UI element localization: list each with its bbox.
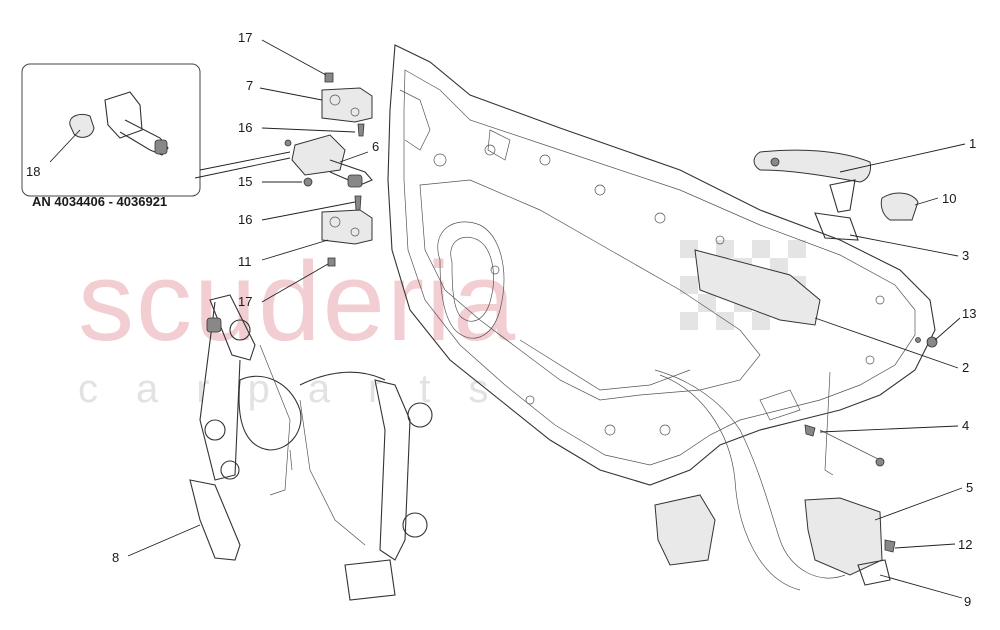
- callout-18: 18: [26, 164, 40, 179]
- inner-handle-bracket-part: [694, 249, 821, 326]
- window-regulator: [189, 294, 433, 601]
- callout-7: 7: [246, 78, 253, 93]
- callout-8: 8: [112, 550, 119, 565]
- door-latch-part: [804, 497, 883, 576]
- callout-17-lower: 17: [238, 294, 252, 309]
- callout-6: 6: [372, 139, 379, 154]
- check-strap-inset-part: [104, 91, 143, 139]
- callout-17-upper: 17: [238, 30, 252, 45]
- callout-1: 1: [969, 136, 976, 151]
- inset-caption: AN 4034406 - 4036921: [32, 194, 167, 209]
- upper-hinge: [321, 72, 373, 137]
- callout-12: 12: [958, 537, 972, 552]
- callout-10: 10: [942, 191, 956, 206]
- rubber-bumper-part: [69, 113, 95, 138]
- callout-16-lower: 16: [238, 212, 252, 227]
- lower-hinge: [321, 195, 373, 267]
- callout-4: 4: [962, 418, 969, 433]
- watermark-brand: scuderia: [78, 239, 517, 364]
- callout-5: 5: [966, 480, 973, 495]
- door-check-strap: [284, 134, 373, 188]
- door-inner-panel: [387, 44, 936, 486]
- callout-11: 11: [238, 254, 252, 269]
- callout-16-upper: 16: [238, 120, 252, 135]
- callout-3: 3: [962, 248, 969, 263]
- callout-leaders: [127, 39, 966, 599]
- striker-latch-part: [654, 494, 716, 566]
- plug-part: [926, 336, 938, 348]
- inset-detail-box: AN 4034406 - 4036921: [21, 63, 291, 209]
- callout-13: 13: [962, 306, 976, 321]
- latch-and-cables: [654, 369, 896, 591]
- exterior-handle: [753, 149, 871, 213]
- watermark-sub: carparts: [78, 367, 527, 411]
- callout-2: 2: [962, 360, 969, 375]
- callout-15: 15: [238, 174, 252, 189]
- callout-9: 9: [964, 594, 971, 609]
- handle-gasket-part: [814, 212, 859, 241]
- handle-cover-part: [880, 192, 919, 221]
